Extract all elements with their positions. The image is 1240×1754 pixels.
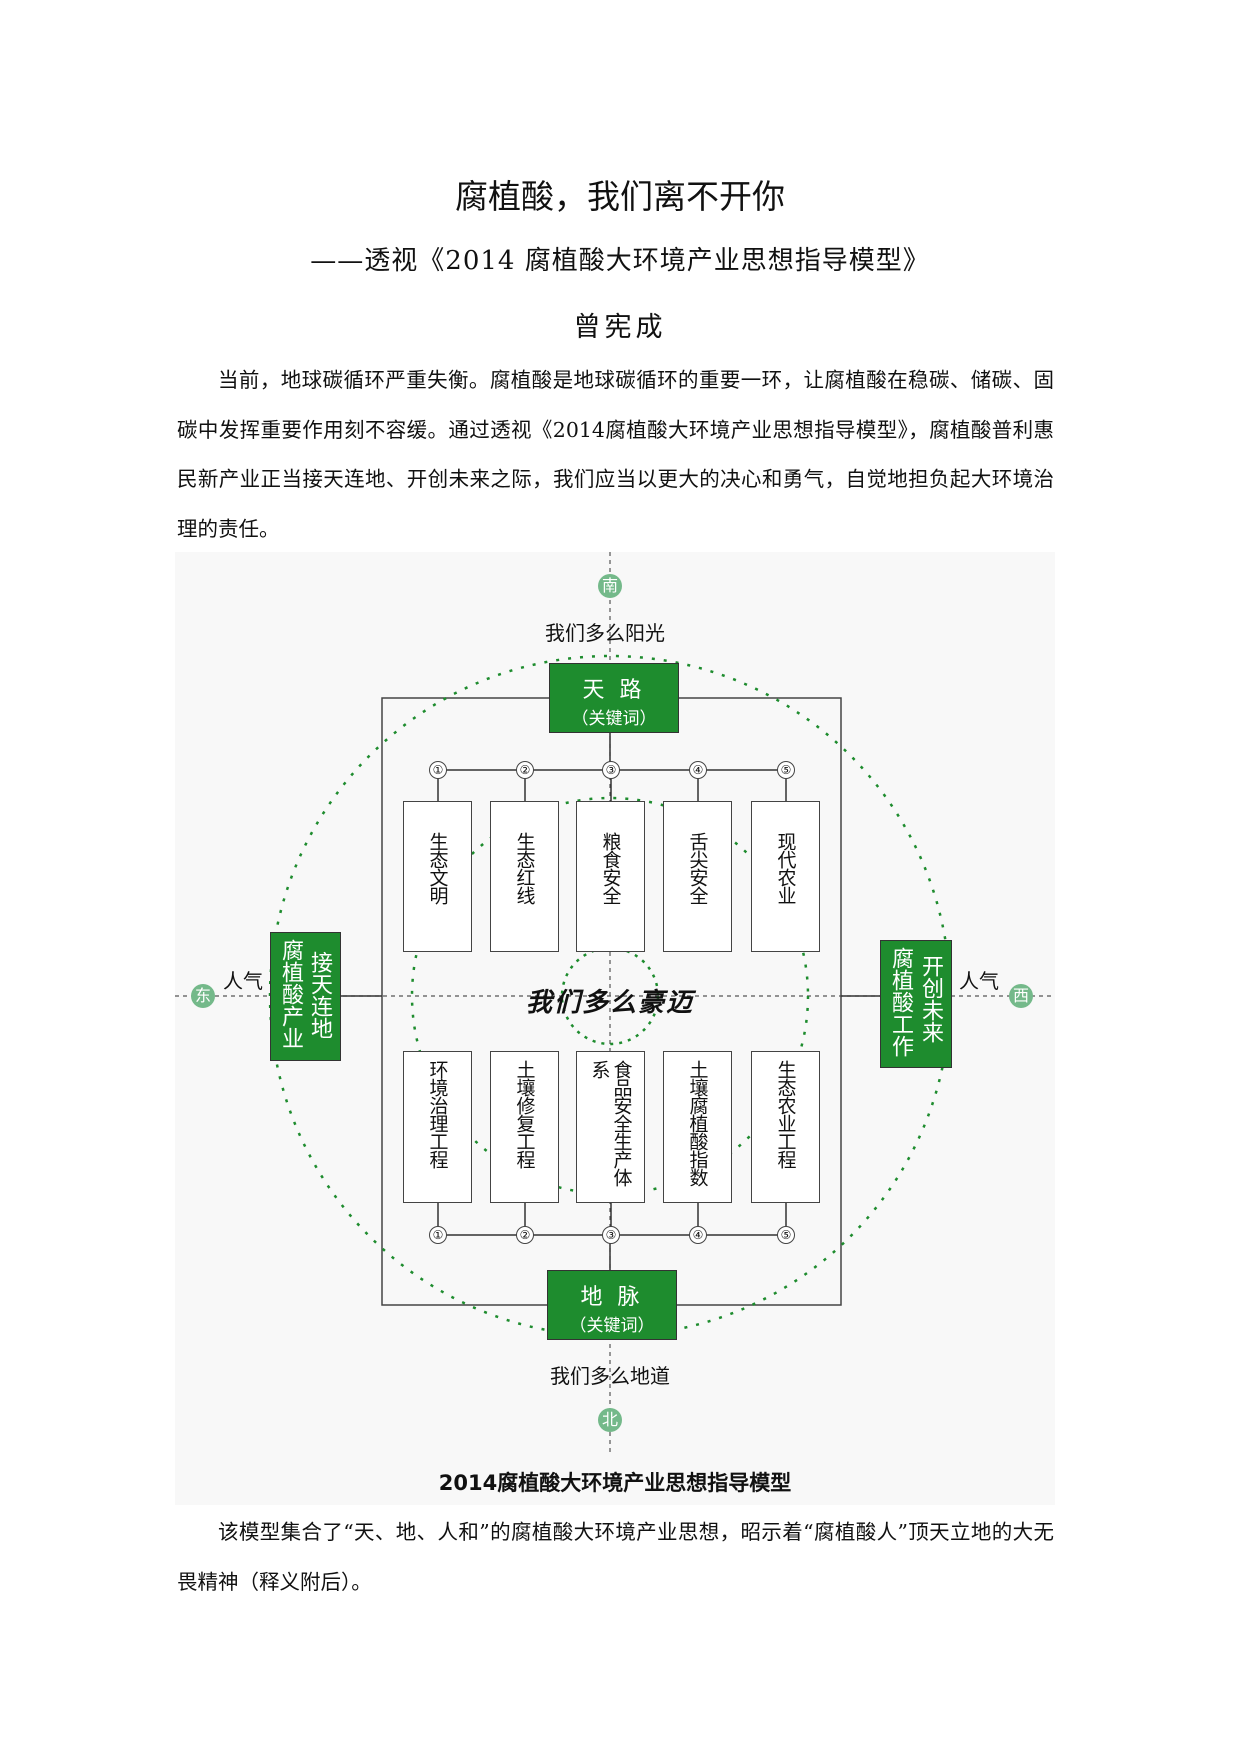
page-subtitle: ——透视《2014 腐植酸大环境产业思想指导模型》 [310,246,930,276]
step-number-top: ③ [602,761,620,779]
bottom-item-label: 土壤修复工程 [513,1060,536,1168]
west-box-col2: 腐植酸工作 [888,947,913,1057]
top-key-sub: （关键词） [571,709,657,729]
east-box: 接天连地 腐植酸产业 [270,932,341,1061]
top-item-box: 生态文明 [403,801,472,952]
top-item-label: 生态文明 [426,832,449,904]
east-box-col1: 接天连地 [307,951,332,1039]
bottom-item-label: 生态农业工程 [774,1060,797,1168]
figure-caption: 2014腐植酸大环境产业思想指导模型 [438,1471,792,1495]
step-number-bottom: ① [429,1226,447,1244]
step-number-bottom: ⑤ [777,1226,795,1244]
west-box-col1: 开创未来 [918,955,943,1043]
top-item-box: 粮食安全 [576,801,645,952]
author: 曾宪成 [573,312,667,343]
top-item-box: 现代农业 [751,801,820,952]
bottom-item-label: 土壤腐植酸指数 [686,1060,709,1186]
model-diagram: 南 北 东 西 我们多么阳光 我们多么地道 人气 人气 天 路 （关键词） 地 … [175,552,1055,1505]
bottom-label: 我们多么地道 [550,1364,670,1388]
step-number-top: ② [516,761,534,779]
step-number-bottom: ② [516,1226,534,1244]
top-item-label: 舌尖安全 [686,832,709,904]
left-label: 人气 [223,969,263,993]
bottom-key-sub: （关键词） [569,1316,655,1336]
bottom-item-label: 环境治理工程 [426,1060,449,1168]
compass-south: 南 [598,574,622,598]
top-item-label: 粮食安全 [599,832,622,904]
top-item-label: 生态红线 [513,832,536,904]
bottom-item-box: 食品安全生产体系 [576,1051,645,1203]
top-label: 我们多么阳光 [545,621,665,645]
bottom-item-box: 土壤腐植酸指数 [663,1051,732,1203]
compass-east: 东 [191,984,215,1008]
bottom-item-label: 食品安全生产体系 [588,1060,633,1186]
bottom-item-box: 土壤修复工程 [490,1051,559,1203]
west-box: 开创未来 腐植酸工作 [880,940,952,1068]
compass-north: 北 [598,1408,622,1432]
page-title: 腐植酸，我们离不开你 [455,177,785,216]
top-key-box: 天 路 （关键词） [549,663,679,733]
intro-paragraph: 当前，地球碳循环严重失衡。腐植酸是地球碳循环的重要一环，让腐植酸在稳碳、储碳、固… [177,368,1054,541]
compass-west: 西 [1009,984,1033,1008]
right-label: 人气 [959,969,999,993]
center-calligraphy: 我们多么豪迈 [525,988,694,1018]
bottom-item-box: 环境治理工程 [403,1051,472,1203]
step-number-bottom: ④ [689,1226,707,1244]
step-number-bottom: ③ [602,1226,620,1244]
top-key-title: 天 路 [582,678,646,703]
middle-circle [410,796,810,1196]
top-item-box: 舌尖安全 [663,801,732,952]
bottom-key-title: 地 脉 [580,1285,644,1310]
step-number-top: ⑤ [777,761,795,779]
closing-paragraph: 该模型集合了“天、地、人和”的腐植酸大环境产业思想，昭示着“腐植酸人”顶天立地的… [177,1520,1054,1594]
bottom-key-box: 地 脉 （关键词） [547,1270,677,1340]
bottom-item-box: 生态农业工程 [751,1051,820,1203]
step-number-top: ④ [689,761,707,779]
top-item-box: 生态红线 [490,801,559,952]
top-item-label: 现代农业 [774,832,797,904]
east-box-col2: 腐植酸产业 [278,939,303,1049]
step-number-top: ① [429,761,447,779]
